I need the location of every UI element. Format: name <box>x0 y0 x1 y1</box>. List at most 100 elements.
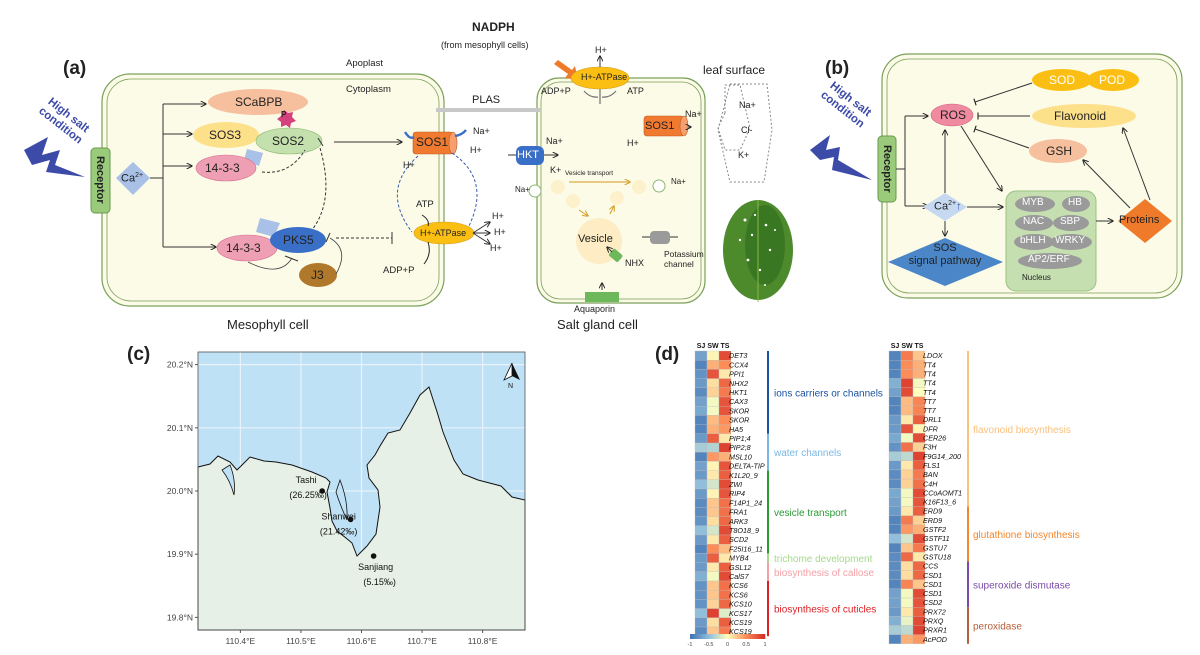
heatmap-cell <box>900 607 914 617</box>
heatmap-cell <box>900 478 914 489</box>
heatmap-row-label: GSTF2 <box>923 525 946 534</box>
h-out-2: H+ <box>494 227 506 237</box>
map-x-tick-label: 110.5°E <box>286 636 316 646</box>
heatmap-group-label: biosynthesis of cuticles <box>774 605 876 616</box>
heatmap-cell <box>706 360 720 370</box>
heatmap-cell <box>900 442 914 452</box>
heatmap-row-label: CSD1 <box>923 580 942 589</box>
heatmap-cell <box>900 451 914 461</box>
heatmap-cell <box>900 524 914 535</box>
tf-myb: MYB <box>1022 197 1044 208</box>
heatmap-cell <box>888 469 902 480</box>
heatmap-cell <box>888 625 902 635</box>
na-label-1: Na+ <box>473 126 490 136</box>
heatmap-cell <box>900 350 914 361</box>
sos-line-2: signal pathway <box>908 255 982 267</box>
heatmap-row-label: K1L20_9 <box>729 471 758 480</box>
map-site-point[interactable] <box>370 553 377 559</box>
heatmap-row-label: F25I16_11 <box>729 544 763 553</box>
heatmap-row-label: GSTF11 <box>923 534 950 543</box>
aquaporin <box>585 292 619 302</box>
heatmap-column-header: SJ <box>697 343 706 350</box>
heatmap-cell <box>900 488 914 498</box>
heatmap-row-label: ZWI <box>728 480 742 489</box>
heatmap-row-label: TT7 <box>923 406 937 415</box>
heatmap-cell <box>706 590 720 600</box>
heatmap-cell <box>888 405 902 416</box>
heatmap-cell <box>694 470 708 480</box>
colorbar-segment <box>690 634 693 639</box>
colorbar-segment <box>761 634 764 639</box>
heatmap-row-label: CSD1 <box>923 589 942 598</box>
nadph-sub-label: (from mesophyll cells) <box>441 40 529 50</box>
colorbar-segment <box>723 634 726 639</box>
colorbar-segment <box>736 634 740 639</box>
ion-cl: Cl- <box>741 125 753 135</box>
heatmap-cell <box>694 424 708 434</box>
heatmap-row-label: TT7 <box>923 397 937 406</box>
na-out-label: Na+ <box>685 109 702 119</box>
heatmap-cell <box>900 469 914 480</box>
heatmap-row-label: CCX4 <box>729 360 748 369</box>
colorbar-segment <box>697 634 700 639</box>
heatmap-row-label: SKOR <box>729 406 749 415</box>
map-x-tick-label: 110.4°E <box>226 636 256 646</box>
heatmap-cell <box>900 579 914 590</box>
heatmap-row-label: CAX3 <box>729 397 748 406</box>
heatmap-cell <box>888 616 902 626</box>
sos-diamond <box>888 238 1003 286</box>
heatmap-row-label: CCS <box>923 562 938 571</box>
heatmap-row-label: PRXQ <box>923 617 944 626</box>
colorbar-segment <box>705 634 708 639</box>
colorbar-segment <box>718 634 721 639</box>
heatmap-row-label: DELTA-TIP <box>729 462 765 471</box>
hatpase-mesophyll-label: H+-ATPase <box>420 228 467 238</box>
colorbar-segment <box>733 634 736 639</box>
heatmap-cell <box>706 516 720 526</box>
heatmap-cell <box>694 369 708 379</box>
colorbar-segment <box>716 634 719 639</box>
colorbar-segment <box>712 634 715 639</box>
ros-ellipse <box>930 103 974 127</box>
map-land <box>197 386 526 631</box>
heatmap-group-label: superoxide dismutase <box>973 580 1071 591</box>
h-label-2: H+ <box>403 160 415 170</box>
pod-ellipse <box>1087 69 1139 91</box>
colorbar-segment <box>699 634 702 639</box>
flavonoid-ellipse <box>1032 104 1136 128</box>
heatmap-cell <box>706 424 720 434</box>
heatmap-cell <box>706 461 720 471</box>
colorbar-segment <box>731 634 734 639</box>
map-site-salinity: (26.25‰) <box>289 490 327 500</box>
heatmap-row-label: NHX2 <box>729 379 748 388</box>
heatmap-row-label: DET3 <box>729 351 747 360</box>
heatmap-cell <box>694 452 708 462</box>
heatmap-cell <box>900 506 914 516</box>
map-y-tick-label: 19.9°N <box>167 549 193 559</box>
heatmap-row-label: BAN <box>923 470 939 479</box>
map-site-point[interactable] <box>347 516 354 523</box>
tf-hb: HB <box>1068 197 1082 208</box>
heatmap-cell <box>694 562 708 572</box>
colorbar-segment <box>753 634 756 639</box>
heatmap-cell <box>706 608 720 618</box>
na-vesicle-right <box>652 179 666 193</box>
heatmap-cell <box>706 534 720 545</box>
heatmap-row-label: DFR <box>923 424 938 433</box>
h-label-1: H+ <box>470 145 482 155</box>
map-site-point[interactable] <box>319 488 325 494</box>
mesophyll-caption: Mesophyll cell <box>227 317 309 332</box>
heatmap-cell <box>888 570 902 580</box>
heatmap-cell <box>888 515 902 526</box>
heatmap-cell <box>888 378 902 388</box>
hatpase-gland-label: H+-ATPase <box>581 72 628 82</box>
heatmap-cell <box>900 359 914 370</box>
heatmap-cell <box>888 478 902 489</box>
heatmap-cell <box>888 424 902 434</box>
heatmap-cell <box>706 452 720 462</box>
heatmap-cell <box>706 571 720 582</box>
heatmap-cell <box>888 561 902 571</box>
h-out-3: H+ <box>490 243 502 253</box>
lightning-bolt-icon-b <box>810 135 872 180</box>
